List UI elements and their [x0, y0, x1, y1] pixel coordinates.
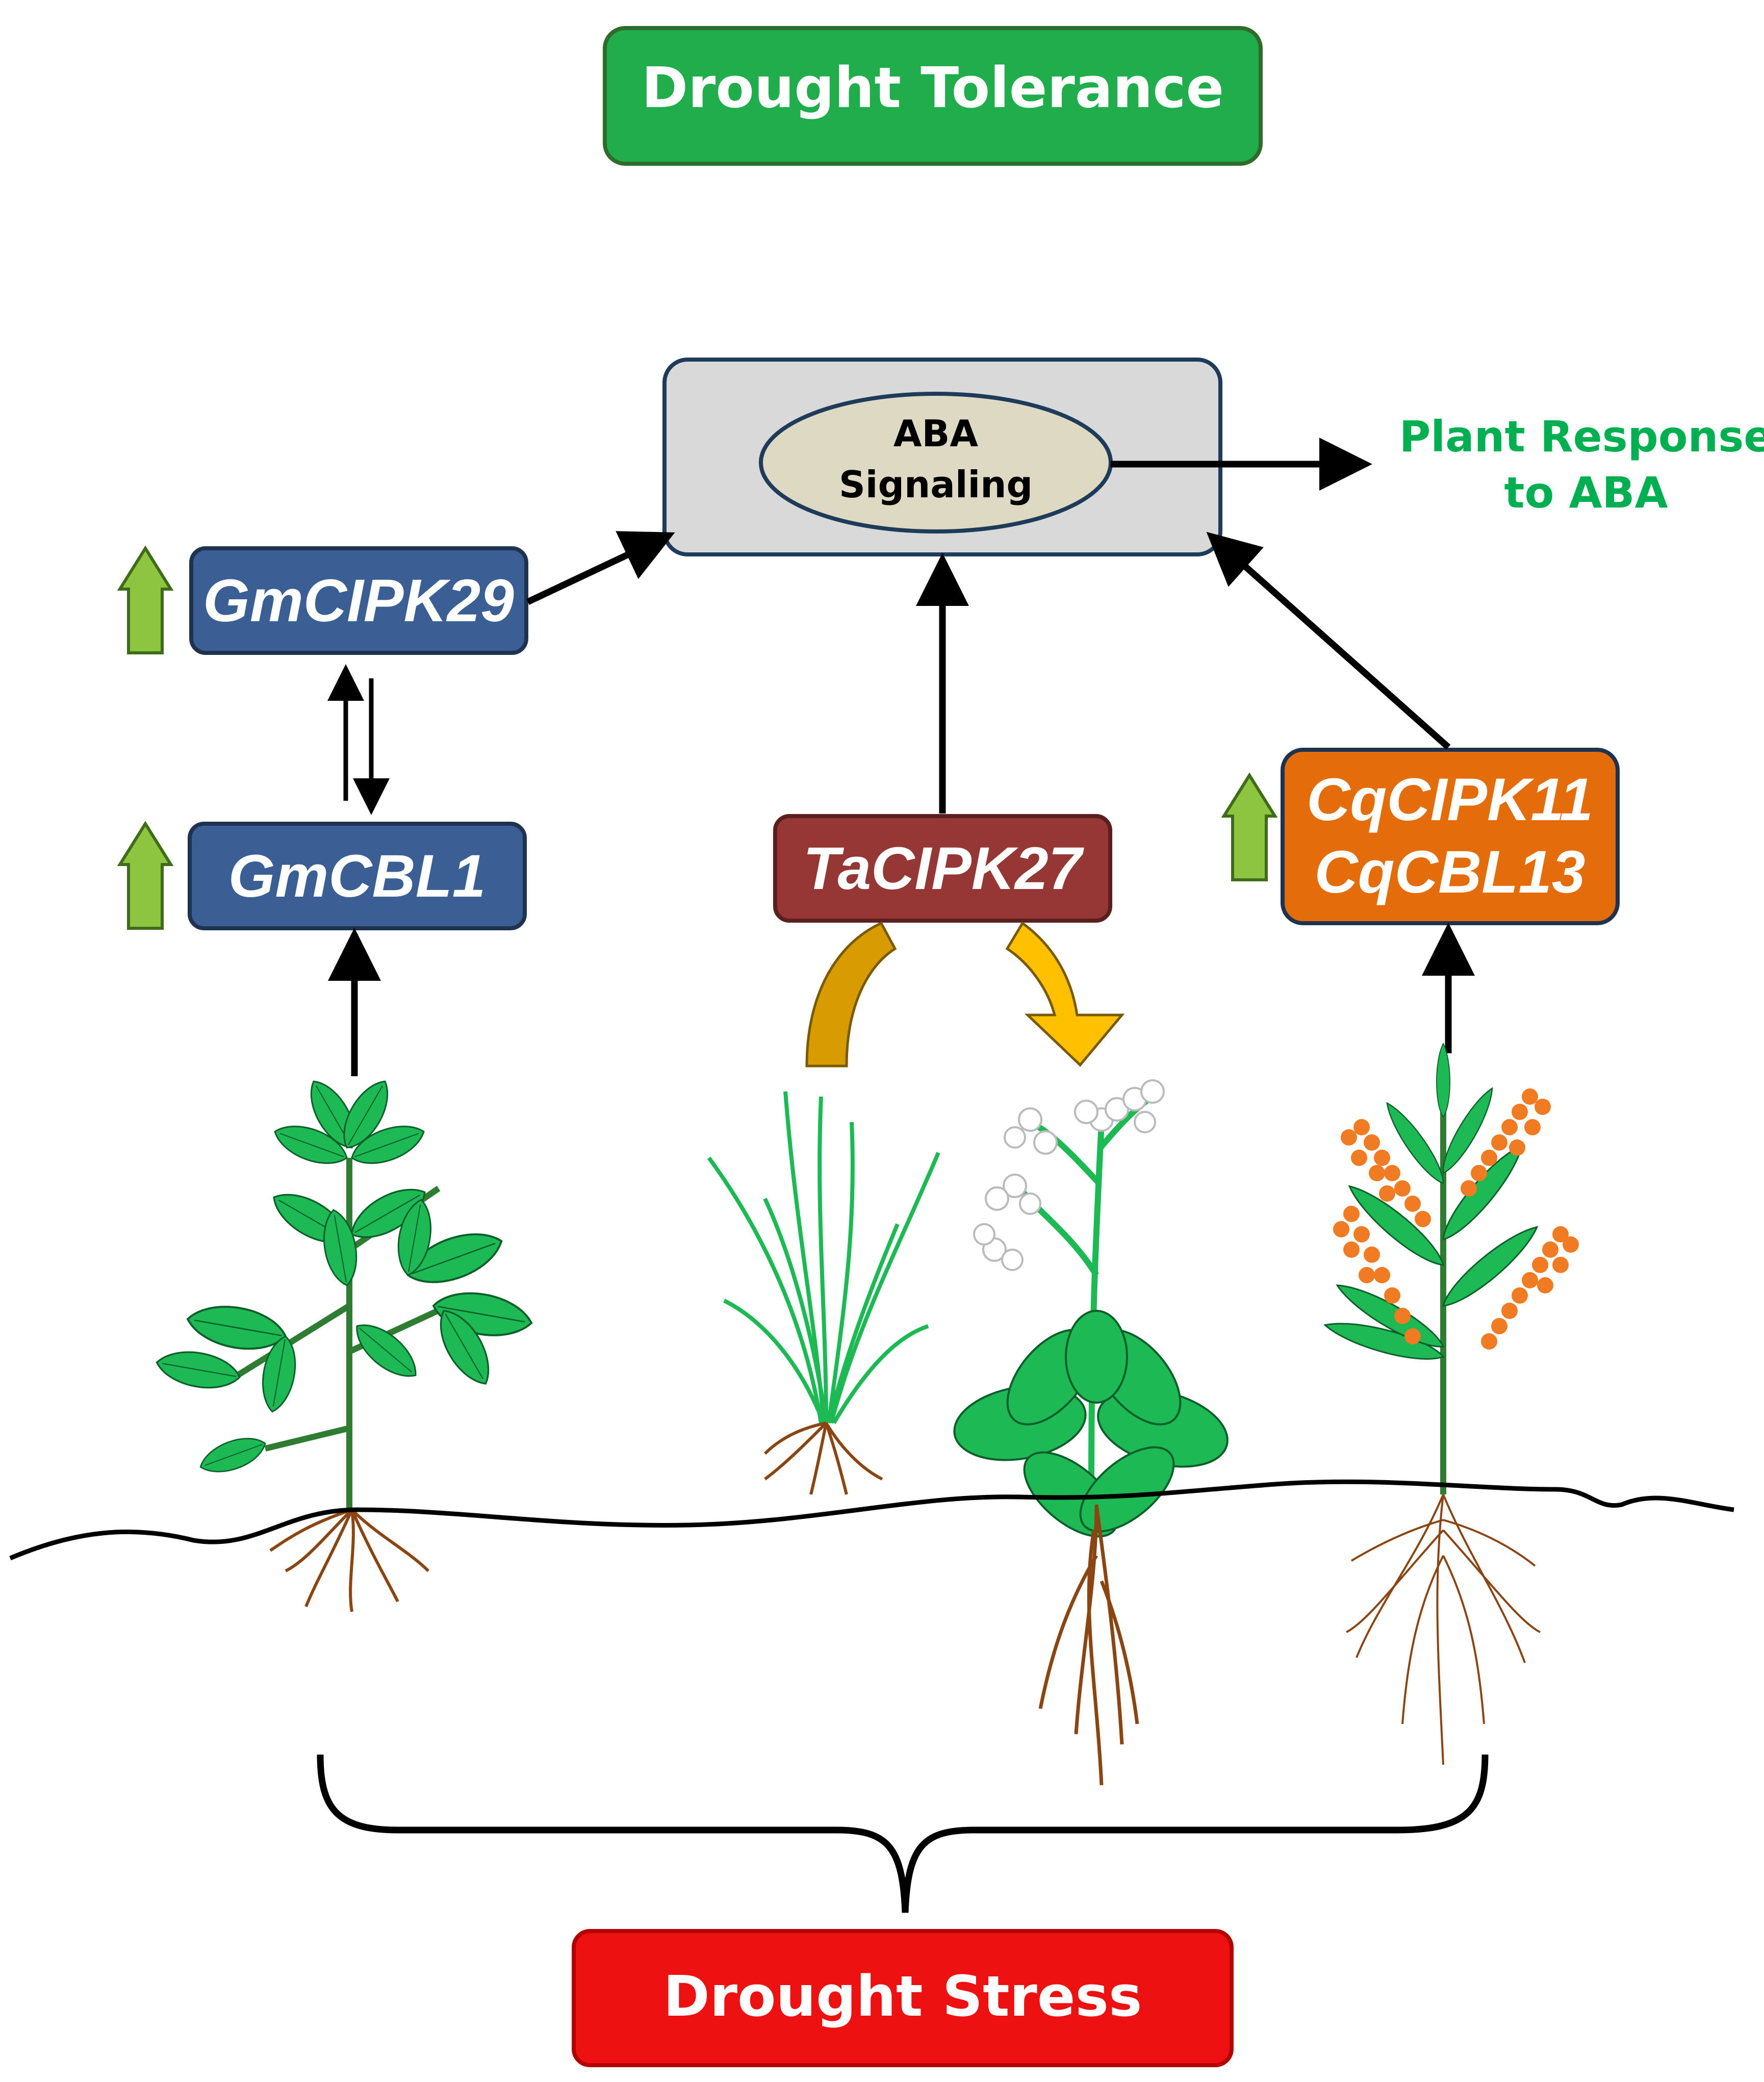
up-arrow-icon [1221, 772, 1278, 881]
aba-label: ABA [893, 412, 979, 455]
tacipk27-label: TaCIPK27 [803, 835, 1085, 902]
arabidopsis-flowers [973, 1079, 1165, 1271]
arabidopsis-plant-icon [953, 1079, 1229, 1786]
quinoa-seed-clusters [1333, 1088, 1579, 1350]
drought-tolerance-label: Drought Tolerance [642, 55, 1224, 120]
drought-stress-box: Drought Stress [572, 1929, 1234, 2067]
drought-tolerance-box: Drought Tolerance [603, 26, 1263, 166]
arrow-cq-to-aba [1206, 531, 1451, 750]
drought-stress-label: Drought Stress [663, 1964, 1142, 2029]
gmcbl1-box: GmCBL1 [188, 822, 527, 930]
arabidopsis-roots [1038, 1504, 1139, 1786]
soybean-plant-icon [153, 1073, 536, 1612]
brace [317, 1754, 1489, 1913]
aba-signaling-box: ABA Signaling [662, 358, 1222, 556]
gmcipk29-box: GmCIPK29 [189, 546, 528, 655]
signaling-label: Signaling [839, 463, 1033, 506]
gmcbl1-label: GmCBL1 [228, 843, 486, 910]
plant-response-label-2: to ABA [1504, 468, 1668, 518]
cqcbl13-label: CqCBL13 [1314, 839, 1585, 906]
quinoa-roots [1346, 1494, 1541, 1765]
cqcipk11-cqcbl13-box: CqCIPK11 CqCBL13 [1281, 748, 1620, 925]
gmcipk29-label: GmCIPK29 [203, 567, 514, 634]
quinoa-plant-icon [1321, 1043, 1579, 1765]
up-arrow-icon [117, 545, 174, 654]
wheat-plant-icon [707, 1091, 940, 1495]
wheat-roots [763, 1421, 883, 1495]
soil-line [9, 1479, 1734, 1561]
cqcipk11-label: CqCIPK11 [1307, 766, 1593, 833]
tacipk27-box: TaCIPK27 [773, 814, 1112, 923]
up-arrow-icon [117, 821, 174, 930]
plant-response-label-1: Plant Response [1399, 412, 1764, 462]
soybean-roots [269, 1508, 430, 1612]
arabidopsis-rosette [953, 1310, 1229, 1538]
arrow-gmcipk29-to-aba [526, 531, 675, 605]
curved-transfer-arrow [805, 921, 1125, 1068]
